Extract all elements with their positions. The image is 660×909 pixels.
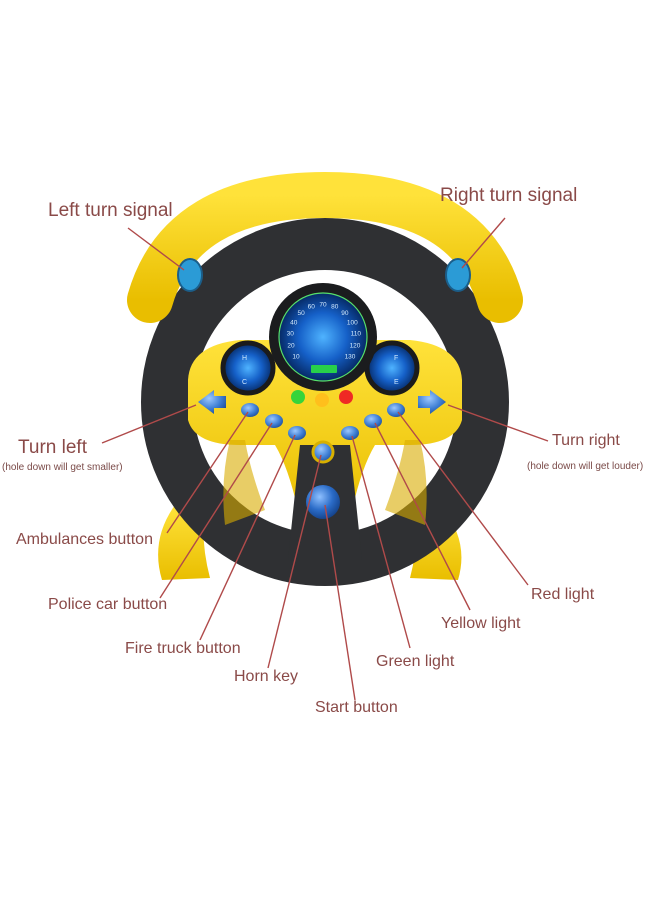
red-light-button[interactable]: [387, 403, 405, 417]
leader-lines: [101, 217, 549, 701]
speedometer-tick-30: 30: [287, 331, 295, 338]
speedometer-tick-90: 90: [341, 310, 349, 317]
green-light: [291, 390, 305, 404]
hub-hollow-left: [223, 440, 265, 525]
leader-left-turn-signal: [127, 227, 185, 271]
leader-police: [159, 422, 273, 599]
label-turn-left-note: (hole down will get smaller): [2, 462, 123, 473]
leader-green: [351, 435, 411, 649]
speedometer-tick-70: 70: [319, 302, 327, 309]
fire-truck-button[interactable]: [288, 426, 306, 440]
label-yellow-light: Yellow light: [441, 615, 521, 632]
label-left-turn-signal: Left turn signal: [48, 200, 173, 221]
speedometer-tick-10: 10: [292, 353, 300, 360]
label-ambulances-button: Ambulances button: [16, 531, 153, 548]
speedometer-tick-110: 110: [351, 331, 362, 338]
red-light: [339, 390, 353, 404]
green-light-button[interactable]: [341, 426, 359, 440]
left-gauge-mark: H: [242, 355, 247, 362]
speedometer-tick-50: 50: [297, 310, 305, 317]
right-gauge-mark: F: [394, 355, 398, 362]
left-turn-signal-light: [177, 258, 203, 292]
speedometer-tick-60: 60: [308, 304, 316, 311]
leader-fire-truck: [199, 434, 296, 641]
yellow-light-button[interactable]: [364, 414, 382, 428]
right-turn-signal-light: [445, 258, 471, 292]
speedometer-tick-130: 130: [345, 353, 356, 360]
label-right-turn-signal: Right turn signal: [440, 185, 578, 206]
horn-key[interactable]: [311, 440, 335, 464]
leader-ambulance: [166, 411, 249, 534]
leader-yellow: [374, 422, 471, 611]
label-turn-right-note: (hole down will get louder): [527, 461, 644, 472]
leader-red: [397, 411, 529, 586]
leader-start: [324, 504, 356, 701]
label-turn-left: Turn left: [18, 437, 87, 458]
speedometer-tick-100: 100: [347, 319, 358, 326]
label-turn-right: Turn right: [552, 432, 620, 449]
leader-horn: [267, 454, 322, 669]
leader-turn-right: [447, 404, 549, 442]
label-police-car-button: Police car button: [48, 596, 168, 613]
speedometer-tick-120: 120: [350, 343, 361, 350]
start-button[interactable]: [306, 485, 340, 519]
left-gauge: [220, 340, 276, 396]
right-gauge-mark: E: [394, 379, 399, 386]
wheel-top-grip: [127, 171, 523, 323]
speedometer-display: [311, 365, 337, 373]
police-car-button[interactable]: [265, 414, 283, 428]
left-gauge-mark: C: [242, 379, 247, 386]
yellow-light: [315, 393, 329, 407]
label-horn-key: Horn key: [234, 668, 299, 685]
ambulance-button[interactable]: [241, 403, 259, 417]
turn-left-button[interactable]: [198, 390, 226, 414]
speedometer-tick-80: 80: [331, 304, 339, 311]
leader-turn-left: [101, 404, 197, 444]
label-green-light: Green light: [376, 653, 455, 670]
leader-right-turn-signal: [461, 217, 506, 269]
label-start-button: Start button: [315, 699, 398, 716]
turn-right-button[interactable]: [418, 390, 446, 414]
speedometer-tick-20: 20: [287, 343, 295, 350]
speedometer-dial: [278, 292, 368, 382]
speedometer-tick-40: 40: [290, 319, 298, 326]
label-fire-truck-button: Fire truck button: [125, 640, 241, 657]
label-red-light: Red light: [531, 586, 595, 603]
